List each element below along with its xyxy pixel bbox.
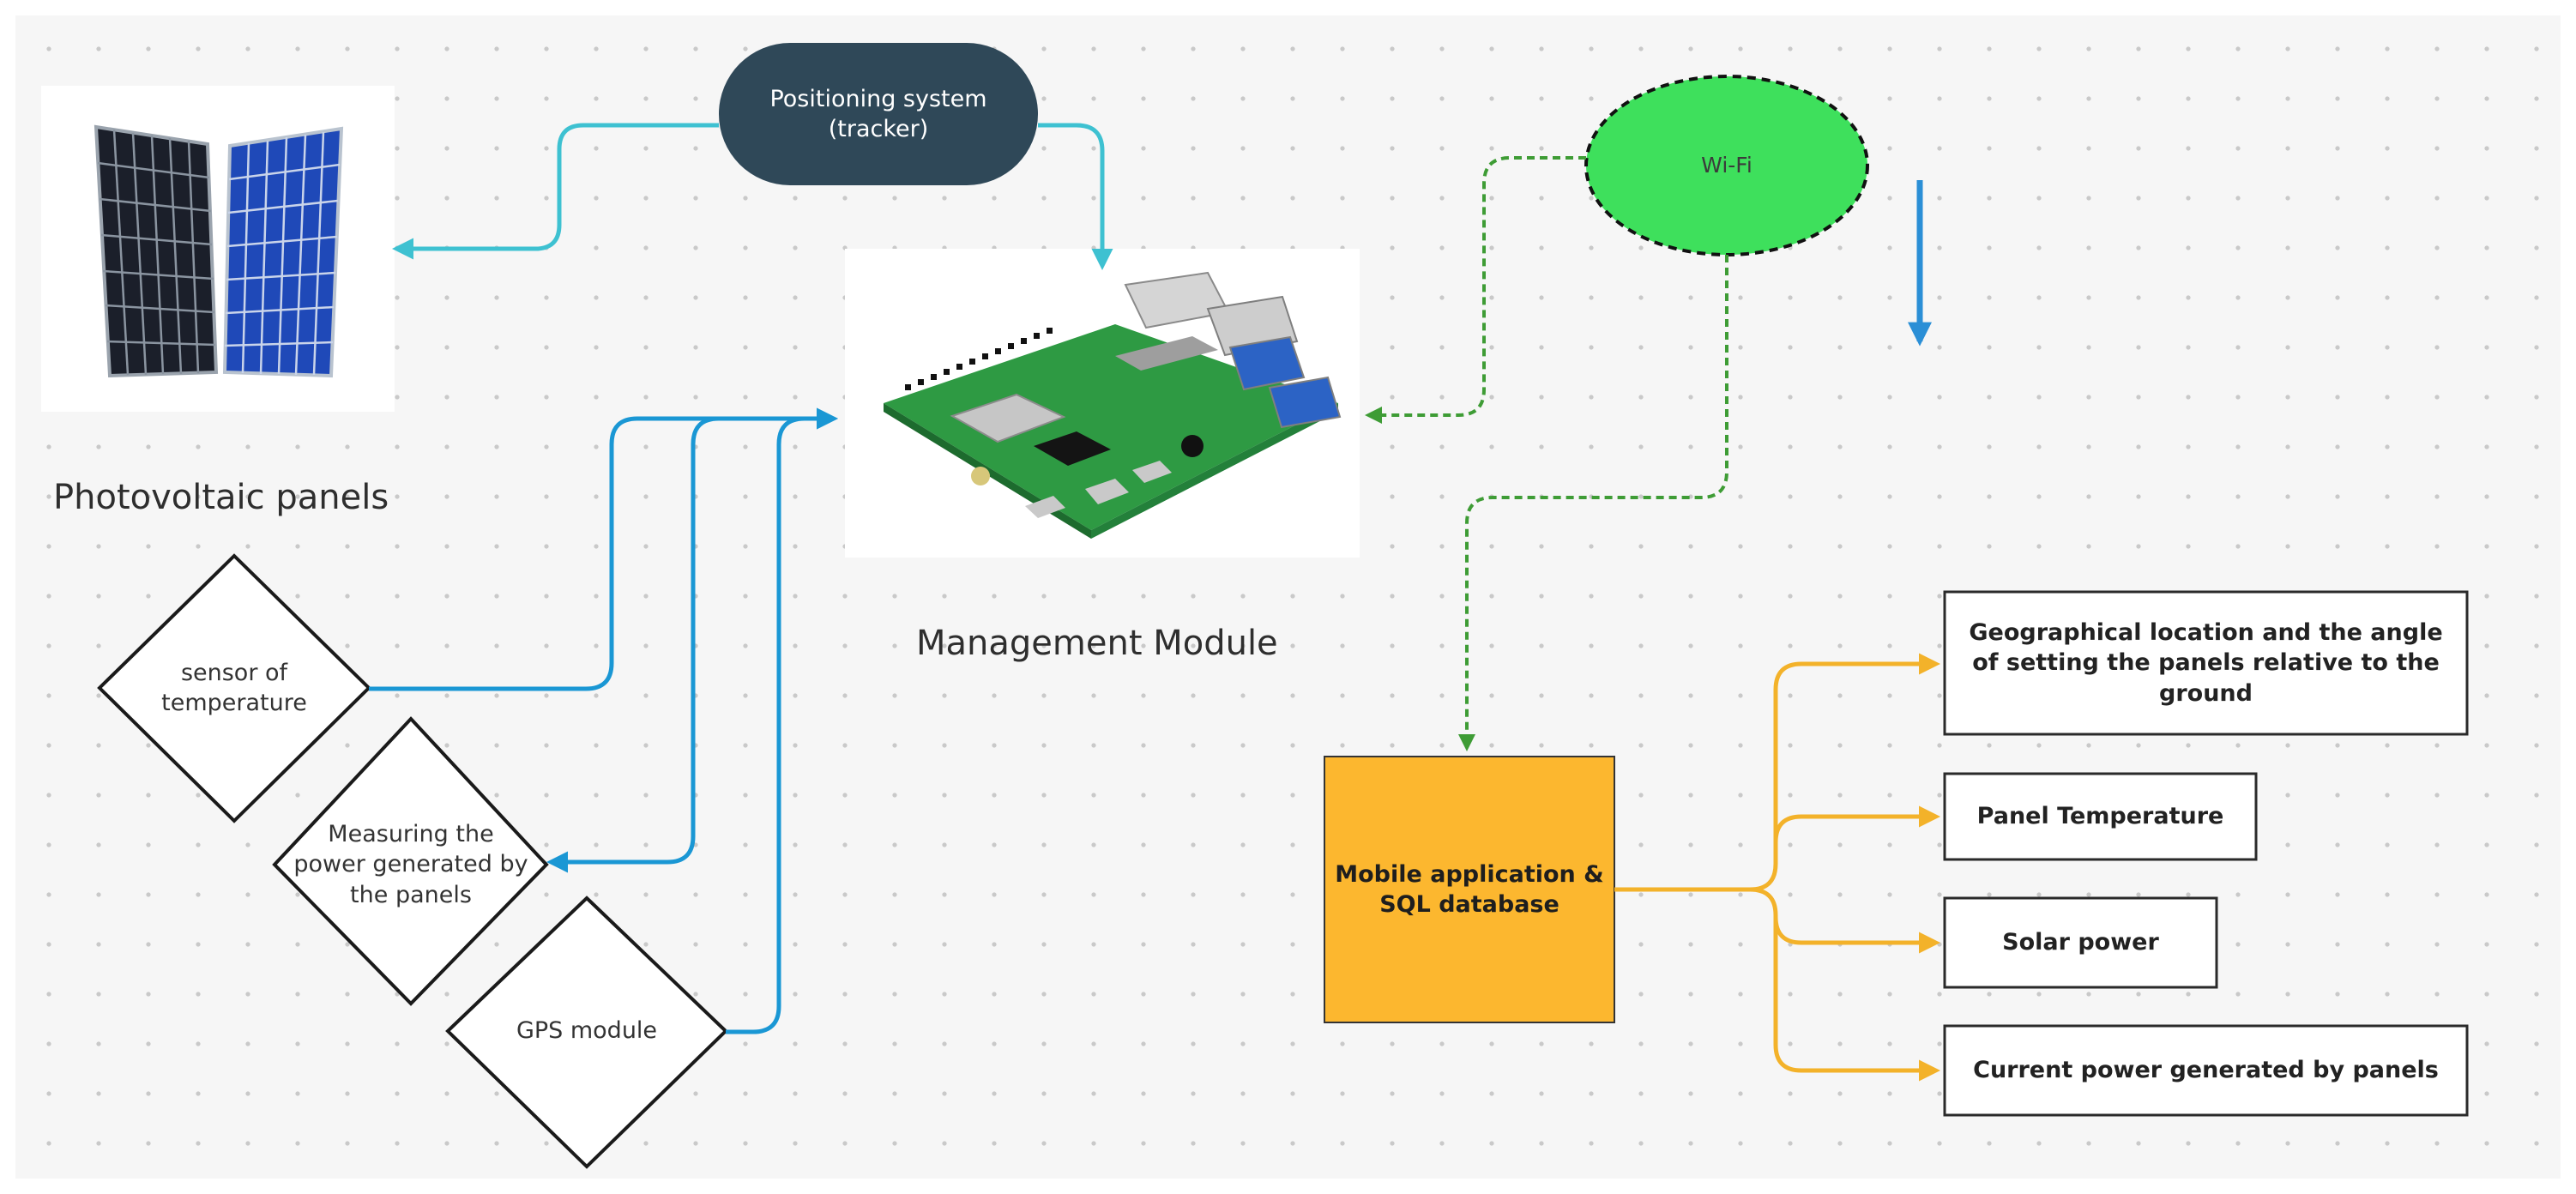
gps-to-management-link bbox=[726, 407, 838, 1034]
wifi-to-mobile-link bbox=[1458, 255, 1728, 751]
management-module-label: Management Module bbox=[916, 624, 1278, 663]
management-to-power-link bbox=[546, 416, 834, 873]
output-box-current-power bbox=[1943, 1024, 2469, 1117]
positioning-system-node bbox=[719, 43, 1038, 185]
mobile-app-label: Mobile application & SQL database bbox=[1335, 860, 1604, 918]
temperature-sensor-label: sensor of temperature bbox=[161, 659, 307, 716]
tracker-to-panels-link bbox=[392, 123, 719, 260]
solar-panel-image bbox=[41, 86, 395, 412]
output-box-solar bbox=[1943, 896, 2218, 989]
power-measurement-label: Measuring the power generated by the pan… bbox=[293, 821, 528, 908]
temperature-sensor-node bbox=[97, 553, 371, 823]
gps-module-node bbox=[445, 896, 728, 1169]
photovoltaic-panels-label: Photovoltaic panels bbox=[53, 478, 389, 517]
output-location-label: Geographical location and the angle of s… bbox=[1969, 619, 2443, 707]
output-box-location bbox=[1943, 590, 2469, 736]
output-temperature-label: Panel Temperature bbox=[1976, 803, 2224, 830]
mobile-app-node bbox=[1324, 756, 1615, 1023]
wifi-label: Wi-Fi bbox=[1701, 152, 1753, 178]
tracker-to-management-link bbox=[1038, 123, 1113, 270]
power-measurement-node bbox=[272, 716, 549, 1006]
wifi-to-management-link bbox=[1365, 156, 1586, 424]
temperature-to-management-link bbox=[369, 407, 838, 691]
output-current-power-label: Current power generated by panels bbox=[1973, 1057, 2439, 1084]
gps-module-label: GPS module bbox=[516, 1017, 658, 1045]
output-box-temperature bbox=[1943, 772, 2258, 861]
raspberry-pi-board-image bbox=[845, 249, 1360, 558]
mobile-to-outputs-links bbox=[1614, 653, 1940, 1082]
positioning-system-label: Positioning system (tracker) bbox=[769, 85, 987, 142]
output-solar-label: Solar power bbox=[2002, 929, 2159, 956]
